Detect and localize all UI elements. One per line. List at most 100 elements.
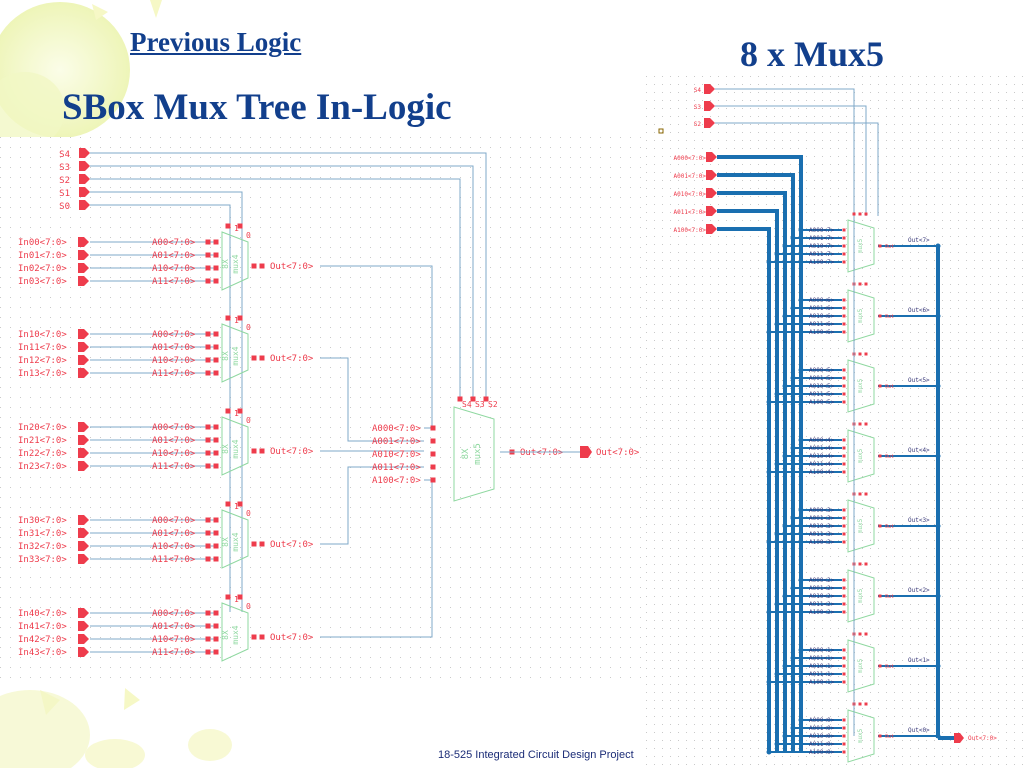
cell-port-label: A010<5> xyxy=(809,383,835,390)
mux4-port xyxy=(213,463,219,469)
bus-tap-dot xyxy=(774,391,780,397)
mux4-port-label: A10<7:0> xyxy=(152,264,196,274)
mux5-port xyxy=(430,438,436,444)
cell-port xyxy=(842,742,846,746)
bus-tap-dot xyxy=(774,461,780,467)
select-wire xyxy=(90,152,487,397)
cell-port xyxy=(842,726,846,730)
mux5-select-port xyxy=(457,396,463,402)
output-wire xyxy=(320,357,424,442)
cell-select-port xyxy=(858,632,862,636)
output-wire xyxy=(320,265,433,429)
output-wire xyxy=(320,466,424,545)
bus-wire xyxy=(717,227,771,752)
bit-output-label: Out<2> xyxy=(908,587,930,594)
mux4-output-port xyxy=(259,448,265,454)
bus-tap-dot xyxy=(766,679,772,685)
mux4-port xyxy=(205,530,211,536)
cell-port xyxy=(842,524,846,528)
previous-logic-link[interactable]: Previous Logic xyxy=(130,27,302,57)
mux4-select-label: 1 xyxy=(234,595,239,604)
cell-select-port xyxy=(858,422,862,426)
cell-select-port xyxy=(864,632,868,636)
cell-select-port xyxy=(864,422,868,426)
cell-port-label: A000<4> xyxy=(809,437,835,444)
cell-port-label: A100<0> xyxy=(809,749,835,756)
bus-tap-dot xyxy=(774,671,780,677)
background-blob xyxy=(85,739,145,768)
mux5-bit-cell-name: mux5 xyxy=(857,728,864,743)
mux5-bit-cell-name: mux5 xyxy=(857,238,864,253)
output-pin-label: Out<7:0> xyxy=(968,735,997,742)
mux-input-pin xyxy=(78,237,89,247)
mux-input-label: In03<7:0> xyxy=(18,277,67,287)
mux5-bit-cell xyxy=(847,429,875,483)
mux4-output-port xyxy=(259,263,265,269)
background-blob xyxy=(188,729,232,761)
mux5-bit-cell-name: mux5 xyxy=(857,448,864,463)
select-pin-label: S4 xyxy=(59,150,70,160)
bus-tap-dot xyxy=(782,733,788,739)
mux4-select-port xyxy=(237,501,243,507)
mux5-output-label: Out<7:0> xyxy=(520,448,564,458)
mux5-port-label: A011<7:0> xyxy=(372,463,421,473)
mux5-cell xyxy=(453,406,495,502)
cell-port xyxy=(842,400,846,404)
background-blob xyxy=(0,72,65,148)
mux4-port xyxy=(205,463,211,469)
bus-tap-dot xyxy=(798,717,804,723)
cell-port xyxy=(842,454,846,458)
mux-input-label: In30<7:0> xyxy=(18,516,67,526)
cell-port xyxy=(842,680,846,684)
cell-output-label: Out xyxy=(885,244,894,250)
cell-port xyxy=(842,376,846,380)
mux5-bit-cell-name: mux5 xyxy=(857,378,864,393)
mux4-port xyxy=(213,517,219,523)
mux4-select-port xyxy=(225,223,231,229)
background-blob xyxy=(0,690,90,768)
mux-input-label: In13<7:0> xyxy=(18,369,67,379)
cell-port-label: A011<3> xyxy=(809,531,835,538)
mux4-select-port xyxy=(237,315,243,321)
cell-port xyxy=(842,392,846,396)
mux4-port-label: A10<7:0> xyxy=(152,449,196,459)
cell-port xyxy=(842,656,846,660)
bus-wire xyxy=(717,191,787,752)
mux-input-label: In11<7:0> xyxy=(18,343,67,353)
cell-select-port xyxy=(858,702,862,706)
cell-port xyxy=(842,610,846,614)
mux5-select-label: S4 xyxy=(462,400,472,409)
bus-pin xyxy=(706,188,717,198)
mux4-select-port xyxy=(237,223,243,229)
mux4-select-port xyxy=(237,594,243,600)
mux4-cell-name: mux4 xyxy=(231,254,240,273)
mux4-port-label: A10<7:0> xyxy=(152,635,196,645)
cell-port xyxy=(842,532,846,536)
bus-tap-dot xyxy=(782,313,788,319)
mux5-bit-cell-name: mux5 xyxy=(857,308,864,323)
mux5-cell-name: mux5 xyxy=(473,443,483,465)
mux4-port-label: A10<7:0> xyxy=(152,356,196,366)
select-pin-label: S2 xyxy=(59,176,70,186)
mux4-output-label: Out<7:0> xyxy=(270,354,314,364)
cell-port-label: A100<7> xyxy=(809,259,835,266)
cell-port xyxy=(842,602,846,606)
bus-pin xyxy=(706,206,717,216)
mux4-port xyxy=(213,370,219,376)
cell-port-label: A000<6> xyxy=(809,297,835,304)
mux-input-label: In33<7:0> xyxy=(18,555,67,565)
mux4-port xyxy=(205,610,211,616)
cell-port-label: A000<3> xyxy=(809,507,835,514)
cell-select-port xyxy=(858,352,862,356)
output-pin xyxy=(954,733,964,743)
right-schematic-title: 8 x Mux5 xyxy=(740,34,884,74)
bus-tap-dot xyxy=(790,585,796,591)
bus-tap-dot xyxy=(790,375,796,381)
cell-port-label: A000<0> xyxy=(809,717,835,724)
cell-port-label: A001<6> xyxy=(809,305,835,312)
mux-input-label: In42<7:0> xyxy=(18,635,67,645)
mux-input-pin xyxy=(78,355,89,365)
cell-port-label: A010<7> xyxy=(809,243,835,250)
mux4-output-label: Out<7:0> xyxy=(270,540,314,550)
